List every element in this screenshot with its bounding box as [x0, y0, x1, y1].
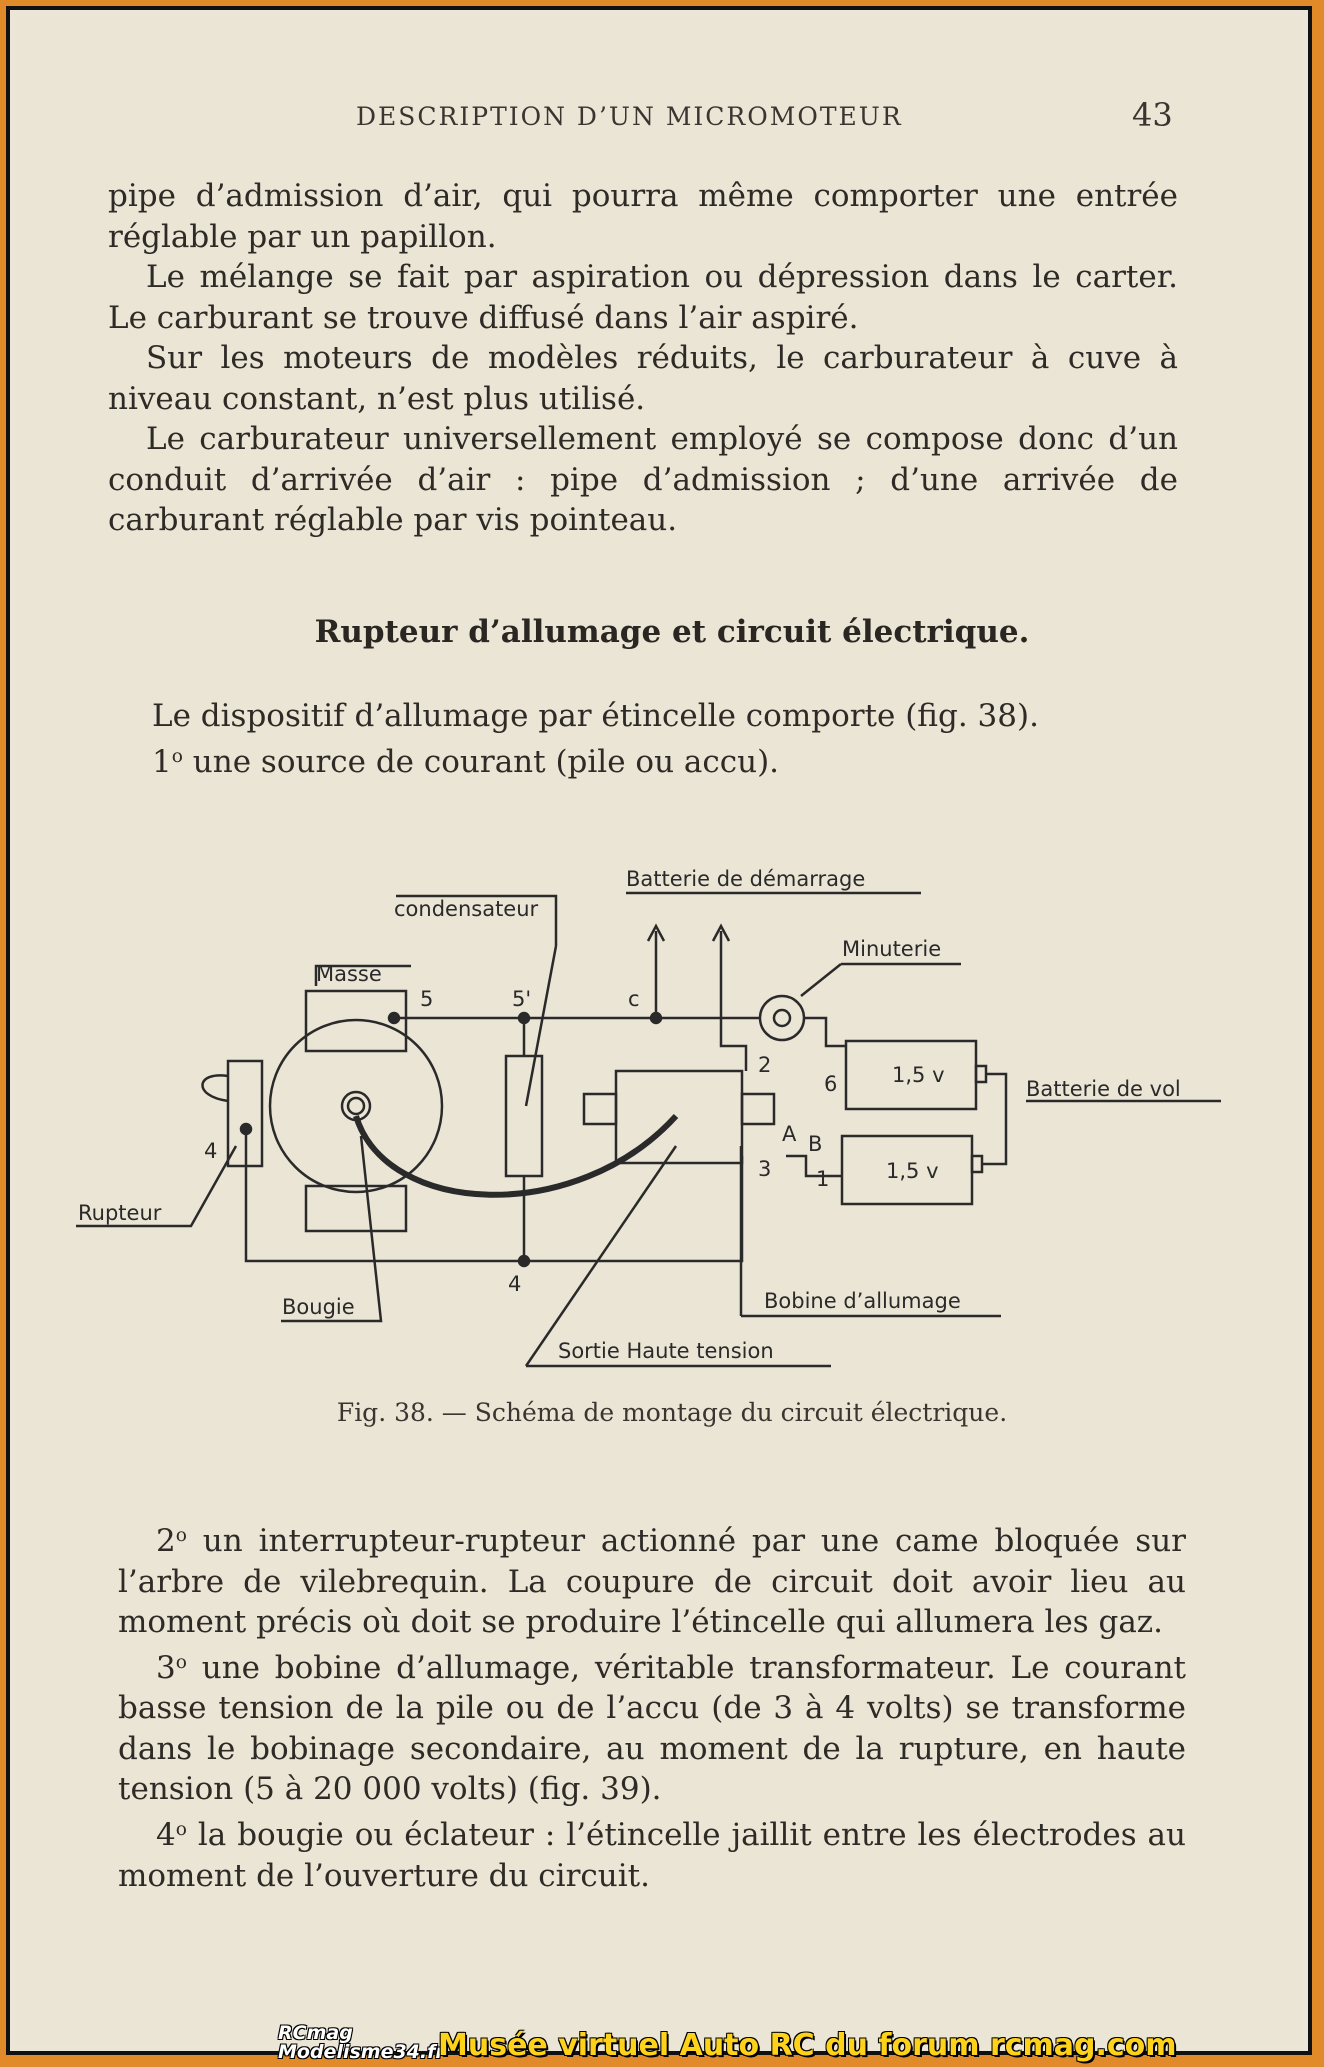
label-2: 2	[758, 1053, 771, 1077]
logo-line-1: RCmag	[278, 2022, 353, 2044]
label-A: A	[782, 1122, 797, 1146]
logo-line-2: Modelisme34.fr	[278, 2041, 445, 2063]
text-block-intro: Le dispositif d’allumage par étincelle c…	[114, 696, 1184, 782]
masse-block	[304, 989, 408, 1053]
page-number: 43	[1132, 96, 1173, 134]
section-heading: Rupteur d’allumage et circuit électrique…	[314, 614, 1030, 650]
book-page: DESCRIPTION D’UN MICROMOTEUR 43 pipe d’a…	[16, 16, 1302, 2063]
label-4-rupteur: 4	[204, 1139, 217, 1163]
item-text: une bobine d’allumage, véritable transfo…	[118, 1649, 1186, 1808]
label-cell-1: 1,5 v	[892, 1063, 945, 1087]
paragraph: Le carburateur universellement employé s…	[108, 421, 1178, 538]
watermark-footer: RCmag Modelisme34.fr Musée virtuel Auto …	[16, 2024, 1324, 2064]
paragraph: pipe d’admission d’air, qui pourra même …	[108, 178, 1178, 255]
label-cell-2: 1,5 v	[886, 1159, 939, 1183]
flywheel	[268, 1018, 444, 1194]
rcmag-logo: RCmag Modelisme34.fr	[278, 2024, 445, 2062]
label-rupteur: Rupteur	[78, 1201, 162, 1225]
running-head: DESCRIPTION D’UN MICROMOTEUR	[356, 102, 903, 131]
text-block-bottom: 2o un interrupteur-rupteur actionné par …	[118, 1516, 1186, 1896]
paragraph: 3o une bobine d’allumage, véritable tran…	[118, 1649, 1186, 1808]
item-number: 4	[156, 1817, 176, 1854]
item-number: 3	[156, 1649, 176, 1686]
label-6: 6	[824, 1072, 837, 1096]
paragraph: 1o une source de courant (pile ou accu).	[152, 743, 780, 780]
minuterie	[758, 994, 806, 1042]
page-frame: DESCRIPTION D’UN MICROMOTEUR 43 pipe d’a…	[6, 6, 1312, 2063]
label-minuterie: Minuterie	[842, 937, 941, 961]
paragraph: Sur les moteurs de modèles réduits, le c…	[108, 340, 1178, 417]
label-B: B	[808, 1132, 822, 1156]
paragraph: Le dispositif d’allumage par étincelle c…	[152, 698, 1039, 734]
label-5-prime: 5'	[512, 987, 531, 1011]
label-condensateur: condensateur	[394, 897, 539, 921]
caption-prefix: Fig. 38. —	[336, 1398, 467, 1427]
item-number: 2	[156, 1523, 176, 1560]
paragraph: 2o un interrupteur-rupteur actionné par …	[118, 1523, 1186, 1641]
item-text: la bougie ou éclateur : l’étincelle jail…	[118, 1817, 1186, 1894]
condenser	[504, 1054, 544, 1178]
label-bougie: Bougie	[282, 1295, 355, 1319]
circuit-diagram: Batterie de démarrage condensateur Minut…	[76, 867, 1221, 1368]
label-3: 3	[758, 1157, 771, 1181]
label-batterie-demarrage: Batterie de démarrage	[626, 867, 865, 891]
label-batterie-vol: Batterie de vol	[1026, 1077, 1181, 1101]
caption-text: Schéma de montage du circuit électrique.	[474, 1398, 1008, 1427]
item-number: 1	[152, 743, 172, 780]
label-bobine: Bobine d’allumage	[764, 1289, 961, 1313]
item-text: une source de courant (pile ou accu).	[182, 743, 780, 780]
label-masse: Masse	[316, 962, 382, 986]
item-text: un interrupteur-rupteur actionné par une…	[118, 1523, 1186, 1641]
paragraph: Le mélange se fait par aspiration ou dép…	[108, 259, 1178, 336]
label-c: c	[628, 987, 640, 1011]
label-4-ground: 4	[508, 1272, 521, 1296]
figure-caption: Fig. 38. — Schéma de montage du circuit …	[16, 1398, 1324, 1427]
paragraph: 4o la bougie ou éclateur : l’étincelle j…	[118, 1817, 1186, 1894]
footer-text: Musée virtuel Auto RC du forum rcmag.com	[438, 2028, 1177, 2063]
label-sortie: Sortie Haute tension	[558, 1339, 774, 1363]
text-block-top: pipe d’admission d’air, qui pourra même …	[108, 176, 1178, 541]
label-5: 5	[420, 987, 433, 1011]
label-1: 1	[816, 1167, 829, 1191]
